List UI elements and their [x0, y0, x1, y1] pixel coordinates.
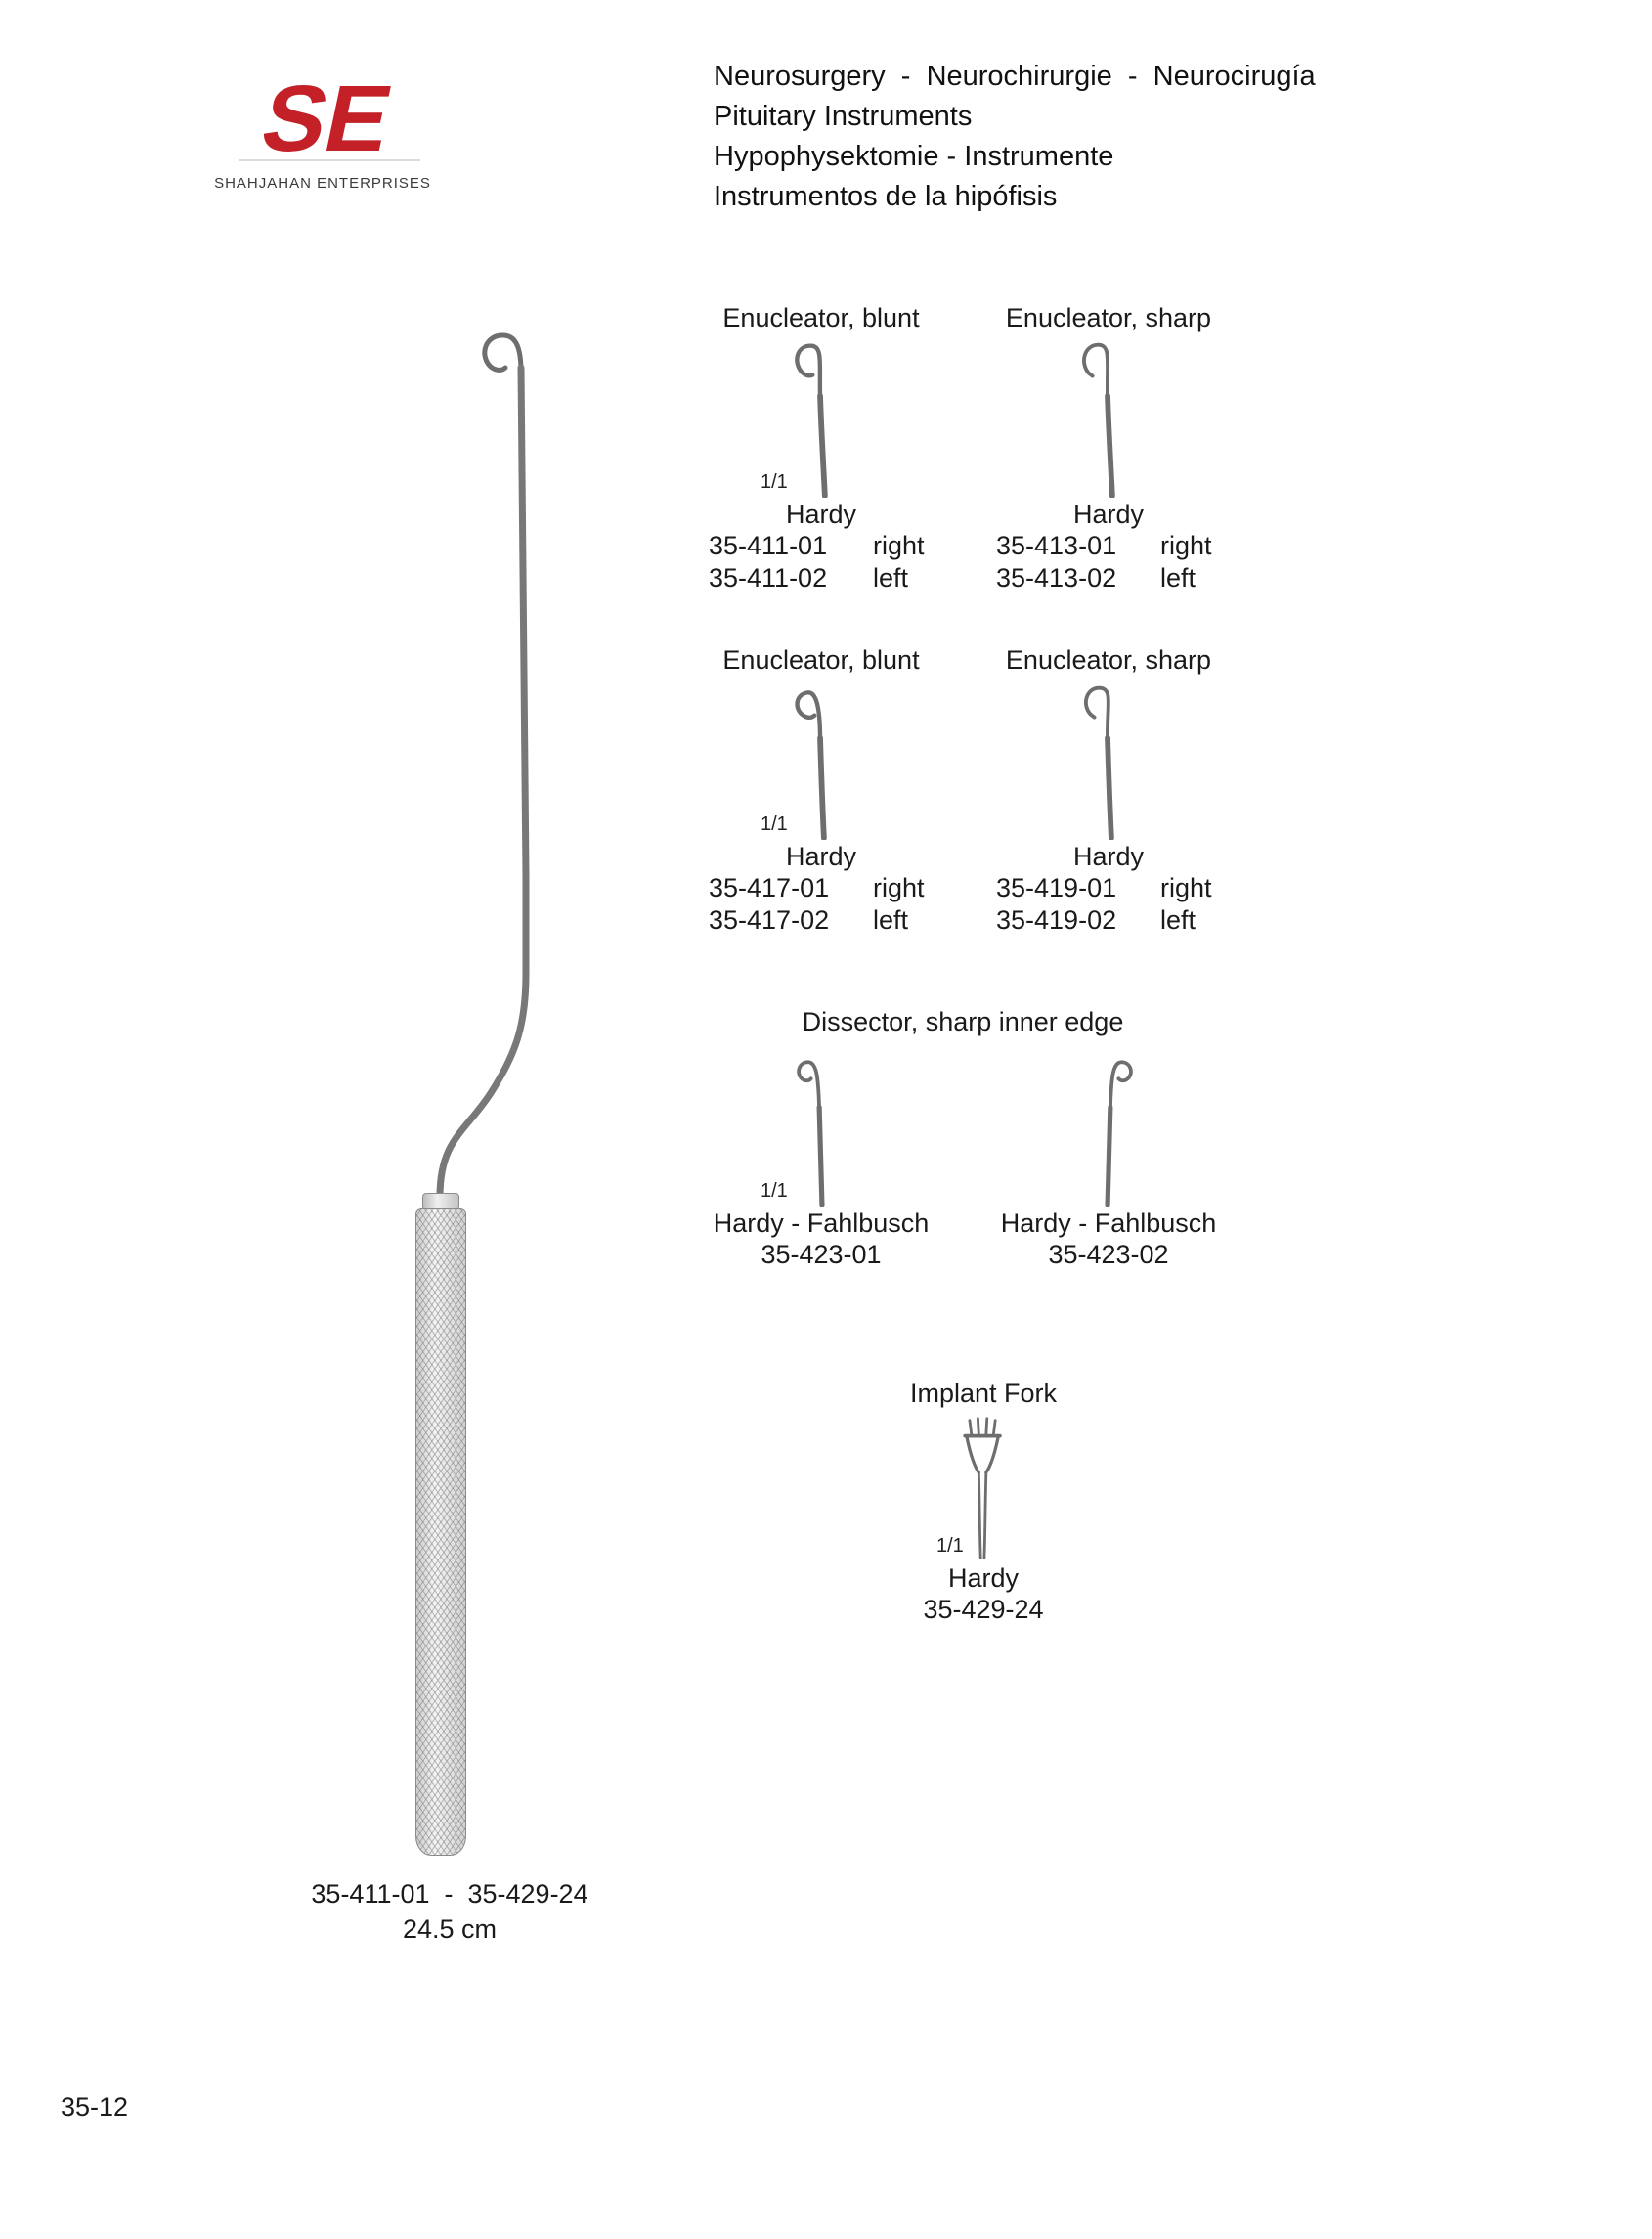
catalog-number: 35-417-01 [709, 873, 830, 902]
knurled-handle [415, 1208, 466, 1856]
instrument-range-label: 35-411-01 - 35-429-24 [311, 1879, 588, 1909]
catalog-row: 35-413-02 left [986, 562, 1231, 594]
catalog-row: 35-411-01 right [699, 530, 943, 562]
header-line-de: Hypophysektomie - Instrumente [714, 141, 1114, 172]
se-logo-monogram: SE [253, 66, 401, 168]
se-logo-icon: SE [239, 66, 420, 171]
catalog-number: 35-417-02 [709, 905, 830, 935]
enucleator-blunt-icon [795, 343, 828, 498]
catalog-row: 35-411-02 left [699, 562, 943, 594]
pattern-name: Hardy [785, 842, 857, 871]
scale-label: 1/1 [761, 1180, 788, 1202]
product-drawing-area [986, 337, 1231, 498]
catalog-row: 35-419-01 right [986, 872, 1231, 904]
catalog-number: 35-413-01 [996, 531, 1117, 560]
dissector-icon [1105, 1060, 1133, 1207]
pattern-name: Hardy [785, 500, 857, 529]
product-enucleator-sharp-1: Enucleator, sharp Hardy 35-413-01 right … [986, 303, 1231, 594]
catalog-number: 35-411-01 [709, 531, 828, 560]
product-enucleator-blunt-2: Enucleator, blunt 1/1 Hardy 35-417-01 ri… [699, 645, 943, 937]
side-label: left [873, 905, 909, 935]
product-drawing-area: 1/1 [699, 1046, 943, 1207]
catalog-number: 35-423-01 [761, 1240, 882, 1269]
instrument-shaft-icon [436, 332, 530, 1201]
scale-label: 1/1 [936, 1535, 964, 1557]
pattern-name: Hardy - Fahlbusch [1000, 1208, 1217, 1238]
product-title: Enucleator, blunt [722, 645, 920, 675]
product-enucleator-sharp-2: Enucleator, sharp Hardy 35-419-01 right … [986, 645, 1231, 937]
catalog-row: 35-417-01 right [699, 872, 943, 904]
enucleator-sharp-icon [1083, 685, 1114, 840]
pattern-name: Hardy [947, 1563, 1020, 1593]
full-instrument-drawing [371, 329, 587, 1873]
implant-fork-icon [963, 1417, 1002, 1559]
catalog-row: 35-413-01 right [986, 530, 1231, 562]
catalog-row: 35-417-02 left [699, 904, 943, 937]
product-implant-fork: Implant Fork 1/1 Hardy 35-429-24 [861, 1379, 1106, 1626]
company-name: SHAHJAHAN ENTERPRISES [214, 175, 431, 192]
scale-label: 1/1 [761, 813, 788, 835]
catalog-number: 35-419-01 [996, 873, 1117, 902]
side-label: right [873, 531, 925, 560]
product-drawing-area: 1/1 [861, 1413, 1106, 1561]
catalog-number: 35-419-02 [996, 905, 1117, 935]
product-drawing-area: 1/1 [699, 680, 943, 840]
company-logo: SE SHAHJAHAN ENTERPRISES [200, 61, 445, 207]
catalog-row: 35-419-02 left [986, 904, 1231, 937]
product-title: Enucleator, sharp [1005, 303, 1212, 332]
enucleator-sharp-icon [1082, 342, 1115, 498]
side-label: right [1160, 531, 1212, 560]
side-label: right [1160, 873, 1212, 902]
page-number: 35-12 [61, 2092, 129, 2122]
product-group-dissector: Dissector, sharp inner edge 1/1 Hardy - … [689, 1007, 1237, 1271]
product-title: Enucleator, sharp [1005, 645, 1212, 675]
pattern-name: Hardy [1072, 500, 1145, 529]
product-drawing-area: 1/1 [699, 337, 943, 498]
pattern-name: Hardy - Fahlbusch [713, 1208, 930, 1238]
scale-label: 1/1 [761, 471, 788, 493]
product-drawing-area [986, 680, 1231, 840]
header-line-category: Pituitary Instruments [714, 101, 973, 132]
product-title: Enucleator, blunt [722, 303, 920, 332]
side-label: left [1160, 563, 1196, 593]
dissector-icon [797, 1060, 825, 1207]
header-line-en: Neurosurgery - Neurochirurgie - Neurocir… [714, 61, 1316, 92]
product-drawing-area [986, 1046, 1231, 1207]
instrument-length-label: 24.5 cm [402, 1914, 498, 1944]
product-title: Dissector, sharp inner edge [802, 1007, 1124, 1036]
catalog-number: 35-423-02 [1048, 1240, 1169, 1269]
side-label: left [1160, 905, 1196, 935]
pattern-name: Hardy [1072, 842, 1145, 871]
catalog-number: 35-413-02 [996, 563, 1117, 593]
product-title: Implant Fork [909, 1379, 1058, 1408]
enucleator-blunt-icon [795, 690, 827, 840]
side-label: right [873, 873, 925, 902]
product-dissector-right: Hardy - Fahlbusch 35-423-02 [986, 1046, 1231, 1271]
catalog-number: 35-411-02 [709, 563, 828, 593]
header-line-es: Instrumentos de la hipófisis [714, 181, 1058, 212]
side-label: left [873, 563, 909, 593]
product-dissector-left: 1/1 Hardy - Fahlbusch 35-423-01 [699, 1046, 943, 1271]
product-enucleator-blunt-1: Enucleator, blunt 1/1 Hardy 35-411-01 ri… [699, 303, 943, 594]
page-header: Neurosurgery - Neurochirurgie - Neurocir… [714, 57, 1554, 217]
catalog-number: 35-429-24 [923, 1595, 1044, 1624]
